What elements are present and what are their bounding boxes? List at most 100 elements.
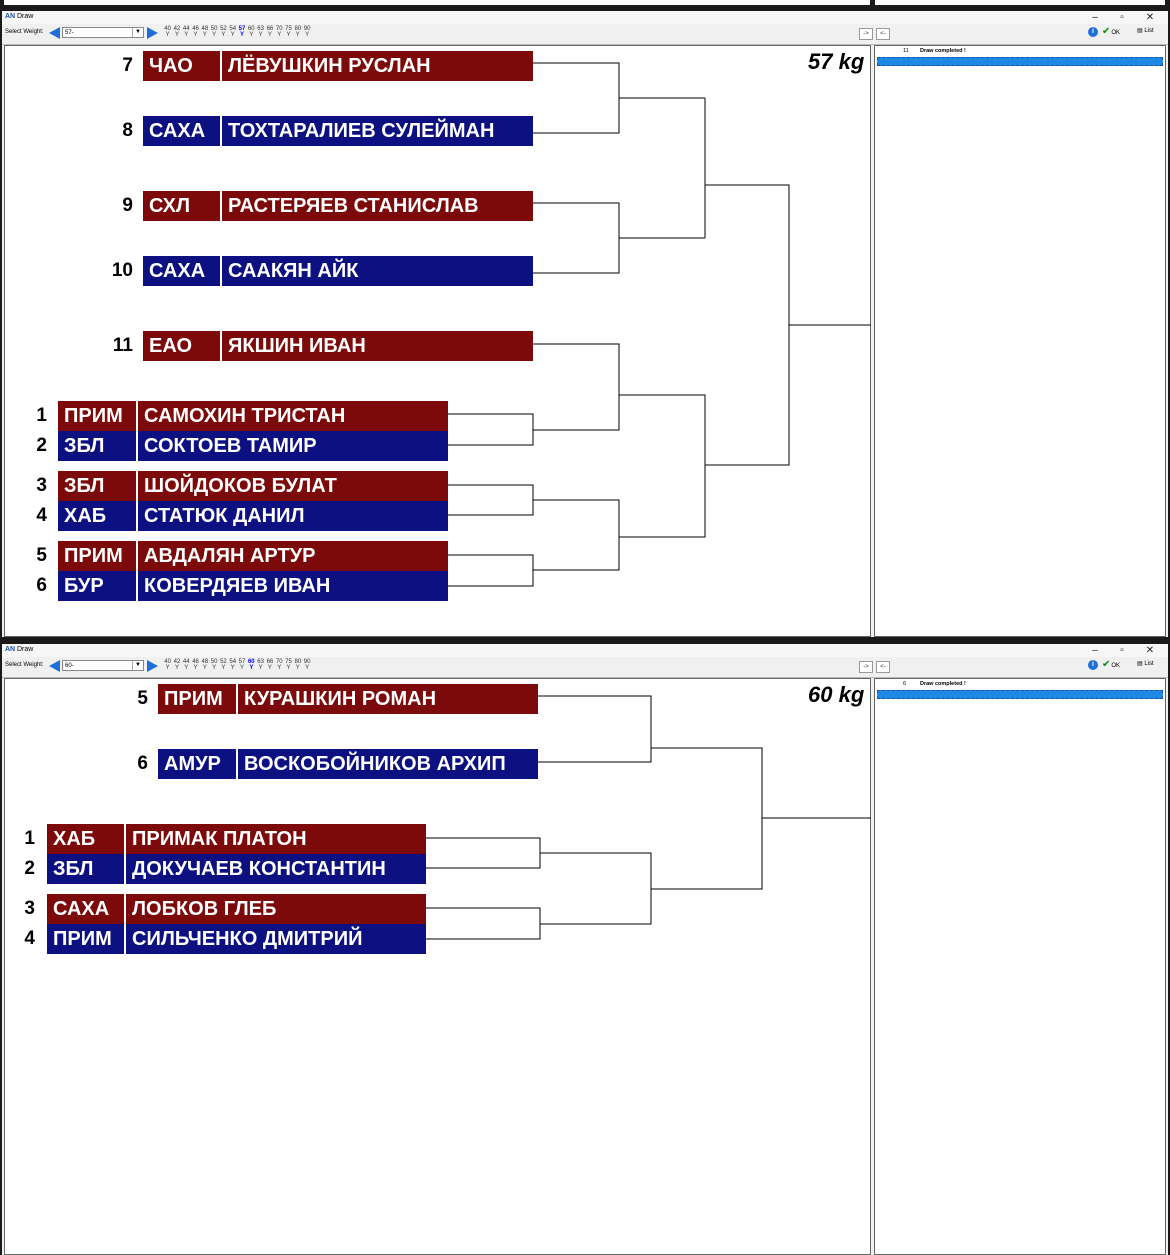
- seed-number: 5: [137, 688, 148, 709]
- seed-number: 3: [36, 475, 47, 496]
- close-button[interactable]: ✕: [1145, 12, 1155, 23]
- weight-category-title: 57 kg: [808, 49, 865, 74]
- athlete-name: САМОХИН ТРИСТАН: [136, 401, 448, 431]
- athlete-name: ДОКУЧАЕВ КОНСТАНТИН: [124, 854, 426, 884]
- seed-number: 3: [24, 898, 35, 919]
- minimize-button[interactable]: –: [1092, 12, 1098, 23]
- weight-select[interactable]: 60-▼: [62, 660, 144, 671]
- app-icon: AN: [5, 646, 16, 653]
- title-bar: AN Draw – ▫ ✕: [2, 11, 1168, 24]
- info-icon[interactable]: i: [1088, 27, 1098, 37]
- maximize-button[interactable]: ▫: [1120, 645, 1124, 656]
- region-label: ЗБЛ: [47, 854, 124, 884]
- athlete-name: ЛЁВУШКИН РУСЛАН: [220, 51, 533, 81]
- list-button[interactable]: ▤ List: [1137, 661, 1154, 667]
- prev-weight-arrow-icon[interactable]: [49, 27, 60, 39]
- athlete-name: АВДАЛЯН АРТУР: [136, 541, 448, 571]
- chevron-down-icon[interactable]: ▼: [132, 661, 143, 670]
- ok-button[interactable]: ✔OK: [1102, 26, 1121, 37]
- athlete-name: СИЛЬЧЕНКО ДМИТРИЙ: [124, 924, 426, 954]
- next-weight-arrow-icon[interactable]: [147, 660, 158, 672]
- minimize-button[interactable]: –: [1092, 645, 1098, 656]
- next-weight-arrow-icon[interactable]: [147, 27, 158, 39]
- athlete-name: СААКЯН АЙК: [220, 256, 533, 286]
- list-button[interactable]: ▤ List: [1137, 28, 1154, 34]
- athlete-name: ПРИМАК ПЛАТОН: [124, 824, 426, 854]
- region-label: ХАБ: [58, 501, 136, 531]
- region-label: СХЛ: [143, 191, 220, 221]
- info-icon[interactable]: i: [1088, 660, 1098, 670]
- region-label: ЕАО: [143, 331, 220, 361]
- bracket-lines: [448, 62, 871, 587]
- athlete-name: ТОХТАРАЛИЕВ СУЛЕЙМАН: [220, 116, 533, 146]
- athlete-name: СОКТОЕВ ТАМИР: [136, 431, 448, 461]
- log-selection-bar[interactable]: [877, 57, 1163, 66]
- top-strip: [0, 0, 1170, 8]
- forward-button[interactable]: ->: [859, 661, 873, 673]
- seed-number: 1: [36, 405, 47, 426]
- region-label: ПРИМ: [158, 684, 236, 714]
- close-button[interactable]: ✕: [1145, 645, 1155, 656]
- region-label: САХА: [143, 256, 220, 286]
- weight-select[interactable]: 57-▼: [62, 27, 144, 38]
- back-button[interactable]: <-: [876, 28, 890, 40]
- seed-number: 6: [137, 753, 148, 774]
- region-label: ПРИМ: [47, 924, 124, 954]
- forward-button[interactable]: ->: [859, 28, 873, 40]
- seed-number: 4: [24, 928, 35, 949]
- log-selection-bar[interactable]: [877, 690, 1163, 699]
- athlete-name: ЯКШИН ИВАН: [220, 331, 533, 361]
- chevron-down-icon[interactable]: ▼: [132, 28, 143, 37]
- app-icon: AN: [5, 13, 16, 20]
- maximize-button[interactable]: ▫: [1120, 12, 1124, 23]
- prev-weight-arrow-icon[interactable]: [49, 660, 60, 672]
- back-button[interactable]: <-: [876, 661, 890, 673]
- athlete-name: СТАТЮК ДАНИЛ: [136, 501, 448, 531]
- seed-number: 2: [24, 858, 35, 879]
- ok-button[interactable]: ✔OK: [1102, 659, 1121, 670]
- seed-number: 1: [24, 828, 35, 849]
- seed-number: 10: [111, 260, 133, 281]
